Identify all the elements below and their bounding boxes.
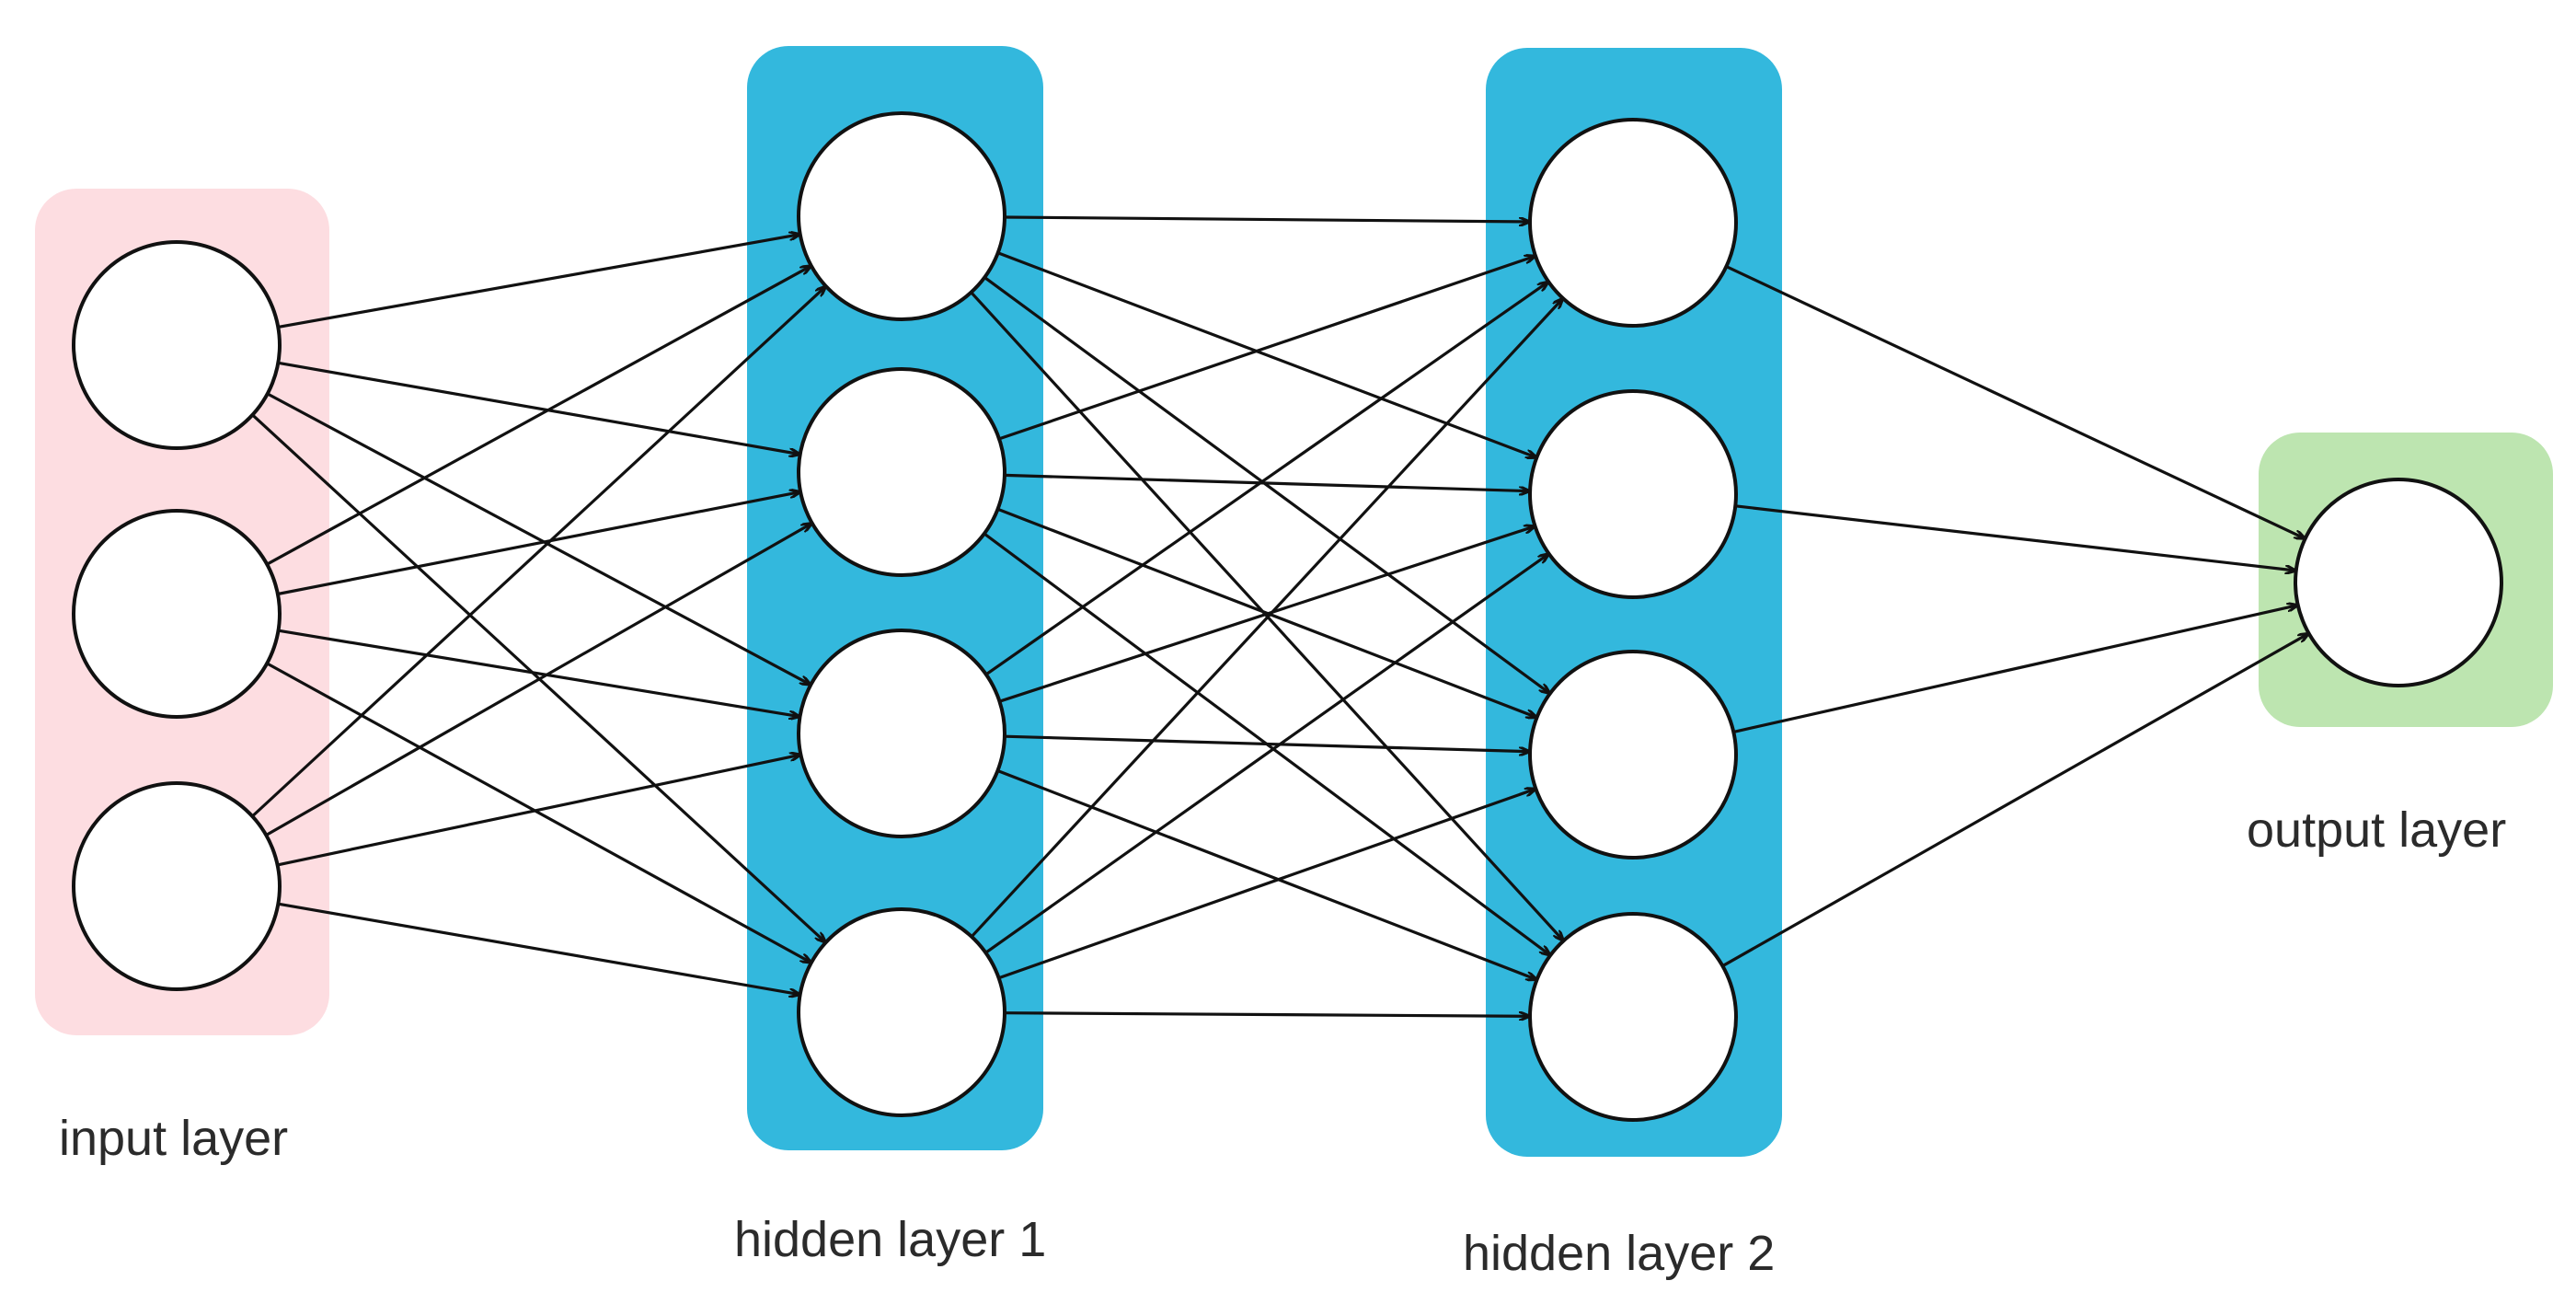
hidden1-neuron-2: [797, 367, 1006, 577]
connection-hidden1-3-to-hidden2-3: [1004, 734, 1529, 752]
connection-hidden2-4-to-output-1: [1721, 634, 2307, 968]
connection-hidden2-2-to-output-1: [1735, 504, 2294, 571]
connection-input-1-to-hidden1-1: [278, 235, 799, 329]
connection-input-2-to-hidden1-3: [278, 629, 799, 716]
connection-input-3-to-hidden1-2: [265, 524, 811, 837]
input-neuron-1: [72, 240, 282, 450]
connection-hidden1-1-to-hidden2-1: [1004, 215, 1529, 222]
connection-input-3-to-hidden1-3: [277, 755, 800, 867]
input-layer-label: input layer: [59, 1111, 289, 1166]
connection-hidden1-1-to-hidden2-3: [983, 276, 1549, 693]
connection-input-1-to-hidden1-2: [278, 361, 799, 454]
connection-hidden2-3-to-output-1: [1732, 606, 2297, 733]
hidden1-neuron-4: [797, 907, 1006, 1117]
hidden2-neuron-4: [1528, 912, 1738, 1122]
hidden-layer-2-label: hidden layer 2: [1463, 1226, 1776, 1281]
connection-input-2-to-hidden1-2: [277, 492, 799, 596]
connection-input-3-to-hidden1-1: [251, 287, 825, 818]
connection-hidden1-4-to-hidden2-4: [1004, 1011, 1529, 1017]
hidden2-neuron-1: [1528, 118, 1738, 328]
connection-hidden1-3-to-hidden2-1: [984, 283, 1548, 676]
hidden1-neuron-1: [797, 111, 1006, 321]
connection-hidden1-4-to-hidden2-1: [970, 299, 1562, 938]
connection-hidden1-3-to-hidden2-2: [999, 526, 1535, 703]
output-neuron-1: [2294, 478, 2503, 687]
connection-input-2-to-hidden1-1: [266, 266, 811, 566]
hidden2-layer-panel: [1486, 48, 1782, 1157]
connection-input-1-to-hidden1-3: [266, 392, 811, 685]
hidden1-neuron-3: [797, 629, 1006, 838]
connection-hidden2-1-to-output-1: [1725, 265, 2304, 538]
connection-hidden1-2-to-hidden2-1: [998, 257, 1535, 441]
input-neuron-2: [72, 509, 282, 719]
hidden2-neuron-2: [1528, 389, 1738, 599]
output-layer-label: output layer: [2247, 802, 2507, 858]
connection-input-2-to-hidden1-4: [266, 662, 811, 963]
connection-hidden1-4-to-hidden2-2: [984, 554, 1547, 954]
connection-hidden1-3-to-hidden2-4: [996, 769, 1535, 980]
hidden1-layer-panel: [747, 46, 1043, 1150]
connection-hidden1-2-to-hidden2-2: [1004, 473, 1529, 490]
input-neuron-3: [72, 781, 282, 991]
hidden2-neuron-3: [1528, 650, 1738, 860]
connection-hidden1-4-to-hidden2-3: [998, 790, 1535, 980]
hidden-layer-1-label: hidden layer 1: [734, 1212, 1047, 1267]
connection-input-3-to-hidden1-4: [278, 902, 799, 994]
